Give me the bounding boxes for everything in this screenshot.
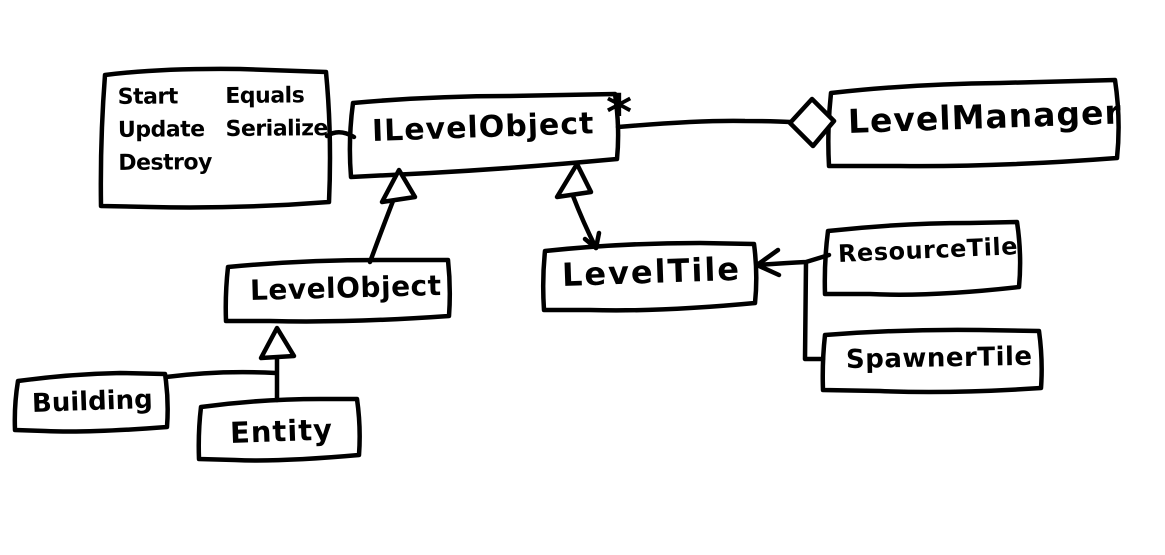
interface-methods-note: Start Update Destroy Equals Serialize	[118, 79, 329, 180]
building-connector	[163, 369, 279, 380]
multiplicity-star-label: *	[606, 84, 633, 142]
class-label-levelobject: LevelObject	[249, 268, 442, 307]
realization-arrowhead-leveltile	[554, 161, 594, 200]
method-update: Update	[117, 117, 205, 143]
box-methods-note	[98, 66, 333, 210]
note-connector	[324, 130, 357, 140]
class-label-leveltile: LevelTile	[561, 249, 742, 294]
method-serialize: Serialize	[225, 116, 329, 142]
box-levelmanager	[826, 77, 1121, 169]
class-label-entity: Entity	[229, 412, 334, 450]
box-levelobject	[223, 257, 453, 324]
box-ilevelobject	[347, 91, 621, 180]
method-equals: Equals	[225, 83, 305, 109]
realization-line-end-arrow	[582, 230, 602, 251]
aggregation-diamond	[787, 96, 837, 149]
tile-children-connector	[754, 252, 832, 362]
method-start: Start	[117, 84, 178, 110]
box-spawnertile	[820, 327, 1044, 395]
box-building	[12, 370, 170, 434]
class-label-building: Building	[31, 384, 154, 419]
interface-methods-col2: Equals Serialize	[225, 79, 328, 179]
box-leveltile	[540, 240, 759, 313]
inheritance-arrowhead-levelobject-children	[258, 325, 297, 361]
method-destroy: Destroy	[118, 150, 213, 176]
realization-line-levelobject	[367, 198, 396, 265]
class-label-spawnertile: SpawnerTile	[845, 341, 1033, 375]
box-resourcetile	[822, 219, 1023, 297]
interface-methods-col1: Start Update Destroy	[118, 80, 212, 180]
realization-arrowhead-levelobject	[379, 167, 418, 205]
aggregation-line	[615, 118, 793, 130]
